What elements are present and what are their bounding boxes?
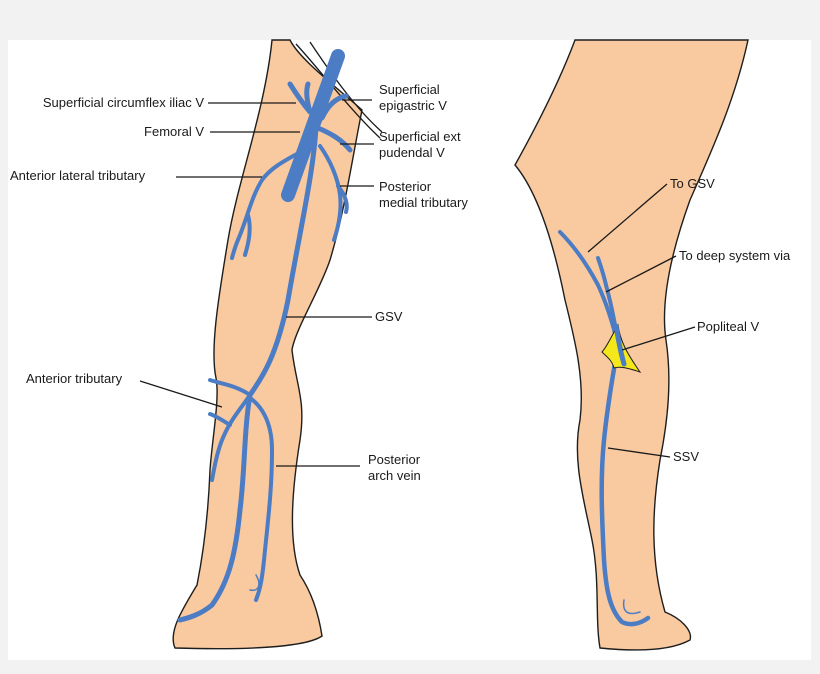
leader-to-gsv bbox=[587, 183, 668, 253]
label-anterior-tributary: Anterior tributary bbox=[26, 371, 123, 386]
leader-lines bbox=[139, 99, 696, 467]
leader-anterior-tributary bbox=[139, 380, 223, 408]
heel-vein-curl bbox=[622, 599, 641, 615]
ankle-vein-curl bbox=[249, 574, 260, 592]
anterior-tributary bbox=[208, 378, 252, 482]
label-posterior-medial-tributary: Posterior medial tributary bbox=[379, 179, 468, 210]
label-posterior-arch-vein: Posterior arch vein bbox=[368, 452, 421, 483]
inguinal-ligament-line-1 bbox=[295, 43, 381, 139]
right-leg bbox=[514, 39, 749, 651]
label-popliteal-vein: Popliteal V bbox=[697, 319, 760, 334]
superficial-epigastric-vein bbox=[319, 93, 349, 121]
great-saphenous-vein bbox=[177, 123, 319, 623]
leader-ssv bbox=[607, 447, 671, 458]
vein-to-gsv bbox=[558, 230, 620, 347]
label-femoral-vein: Femoral V bbox=[144, 124, 204, 139]
leader-popliteal bbox=[621, 326, 696, 351]
label-superficial-ext-pudendal: Superficial ext pudendal V bbox=[379, 129, 461, 160]
left-leg bbox=[172, 39, 383, 650]
right-leg-outline bbox=[514, 39, 749, 651]
label-superficial-epigastric: Superficial epigastric V bbox=[379, 82, 447, 113]
femoral-vein bbox=[281, 49, 345, 202]
inguinal-ligament-line-2 bbox=[309, 41, 383, 133]
label-ssv: SSV bbox=[673, 449, 700, 464]
superficial-external-pudendal-vein bbox=[315, 125, 353, 153]
small-saphenous-vein bbox=[599, 342, 651, 627]
anterior-lateral-tributary bbox=[230, 148, 306, 260]
label-anterior-lateral-tributary: Anterior lateral tributary bbox=[10, 168, 146, 183]
label-to-gsv: To GSV bbox=[670, 176, 715, 191]
label-to-deep-system: To deep system via bbox=[679, 248, 791, 263]
label-superficial-circumflex-iliac: Superficial circumflex iliac V bbox=[42, 95, 204, 110]
label-gsv: GSV bbox=[375, 309, 403, 324]
leader-to-deep bbox=[605, 255, 677, 293]
left-leg-outline bbox=[172, 39, 363, 650]
popliteal-vein bbox=[613, 323, 627, 367]
superficial-circumflex-iliac-vein bbox=[287, 81, 313, 115]
posterior-arch-vein bbox=[248, 396, 274, 602]
posterior-medial-tributary bbox=[318, 144, 349, 242]
